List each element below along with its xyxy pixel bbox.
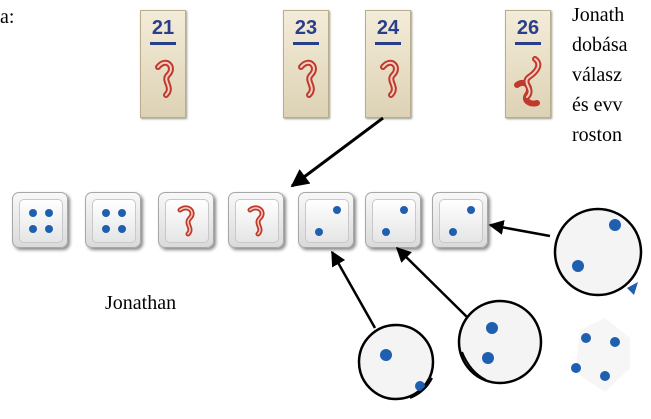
worm-icon [155, 59, 174, 98]
description-line-3: válasz [572, 64, 622, 86]
die-four[interactable] [85, 192, 141, 248]
pip [333, 206, 341, 214]
worm-icon [380, 59, 399, 98]
description-line-1: Jonath [572, 4, 625, 26]
die-two[interactable] [432, 192, 488, 248]
arrow-zoom-to-die-6 [395, 246, 469, 319]
worm-icon [247, 205, 265, 237]
double-worm-icon [514, 56, 542, 107]
die-two[interactable] [298, 192, 354, 248]
arrow-zoom-to-die-5 [330, 250, 377, 329]
description-line-2: dobása [572, 34, 628, 56]
die-two[interactable] [365, 192, 421, 248]
pip [29, 209, 37, 217]
tile-23[interactable]: 23 [283, 10, 329, 118]
die-worm[interactable] [228, 192, 284, 248]
top-left-label-fragment: a: [0, 6, 15, 28]
tile-number: 23 [294, 17, 318, 39]
pip [45, 209, 53, 217]
pip [315, 228, 323, 236]
tile-number: 26 [516, 17, 540, 39]
zoomed-die-two [553, 207, 643, 297]
die-four[interactable] [12, 192, 68, 248]
tile-21[interactable]: 21 [140, 10, 186, 118]
zoomed-die-four-fragment [571, 318, 630, 392]
description-line-4: és evv [572, 94, 623, 116]
zoomed-die-two [357, 323, 435, 401]
player-name: Jonathan [105, 292, 177, 314]
pip [102, 225, 110, 233]
pip [467, 206, 475, 214]
tile-number: 24 [376, 17, 400, 39]
pip [45, 225, 53, 233]
tile-26[interactable]: 26 [505, 10, 551, 118]
worm-icon [177, 205, 195, 237]
zoomed-die-two [457, 299, 543, 385]
arrow-zoom-to-die-7 [488, 220, 551, 238]
pip [118, 225, 126, 233]
die-worm[interactable] [158, 192, 214, 248]
tile-24[interactable]: 24 [365, 10, 411, 118]
arrow-tile-24-to-dice [290, 116, 384, 188]
pip [382, 228, 390, 236]
description-line-5: roston [572, 124, 622, 146]
pip [29, 225, 37, 233]
pip [102, 209, 110, 217]
pip [449, 228, 457, 236]
pip [118, 209, 126, 217]
worm-icon [298, 59, 317, 98]
pip [400, 206, 408, 214]
tile-number: 21 [151, 17, 175, 39]
